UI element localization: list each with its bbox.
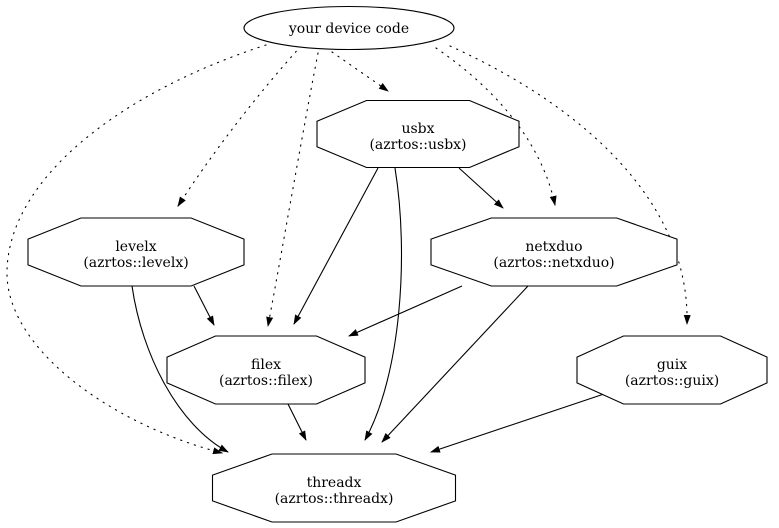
node-device-code-label: your device code xyxy=(288,21,409,37)
edge-usbx-to-filex xyxy=(293,167,379,325)
node-filex-label: filex xyxy=(251,357,281,373)
node-netxduo-shape xyxy=(430,217,678,287)
node-usbx-sublabel: (azrtos::usbx) xyxy=(369,137,466,153)
node-guix-sublabel: (azrtos::guix) xyxy=(625,373,719,389)
node-levelx-label: levelx xyxy=(115,239,156,255)
node-threadx-sublabel: (azrtos::threadx) xyxy=(275,491,394,507)
node-netxduo-label: netxduo xyxy=(525,239,582,255)
node-filex: filex(azrtos::filex) xyxy=(166,335,366,405)
edge-netxduo-to-filex xyxy=(348,285,463,337)
edge-guix-to-threadx xyxy=(430,393,605,453)
node-device-code-shape xyxy=(243,5,455,51)
node-netxduo: netxduo(azrtos::netxduo) xyxy=(430,217,678,287)
node-usbx-label: usbx xyxy=(401,121,434,137)
edge-netxduo-to-threadx xyxy=(381,285,529,443)
node-guix-shape xyxy=(576,335,768,405)
edge-levelx-to-threadx xyxy=(131,285,229,453)
node-levelx: levelx(azrtos::levelx) xyxy=(27,217,245,287)
node-usbx-shape xyxy=(316,99,520,169)
node-threadx-label: threadx xyxy=(307,475,362,491)
edge-device-code-to-levelx xyxy=(177,45,302,207)
node-netxduo-sublabel: (azrtos::netxduo) xyxy=(493,255,614,271)
node-levelx-shape xyxy=(27,217,245,287)
edge-usbx-to-netxduo xyxy=(458,167,504,209)
edge-device-code-to-threadx xyxy=(6,44,267,455)
node-levelx-sublabel: (azrtos::levelx) xyxy=(83,255,188,271)
node-threadx-shape xyxy=(211,453,457,523)
node-filex-sublabel: (azrtos::filex) xyxy=(219,373,313,389)
node-guix: guix(azrtos::guix) xyxy=(576,335,768,405)
node-threadx: threadx(azrtos::threadx) xyxy=(211,453,457,523)
edge-levelx-to-filex xyxy=(193,285,215,326)
edge-filex-to-threadx xyxy=(287,403,307,441)
node-filex-shape xyxy=(166,335,366,405)
node-usbx: usbx(azrtos::usbx) xyxy=(316,99,520,169)
node-guix-label: guix xyxy=(657,357,687,373)
edge-usbx-to-threadx xyxy=(364,167,403,441)
node-device-code: your device code xyxy=(243,5,455,51)
